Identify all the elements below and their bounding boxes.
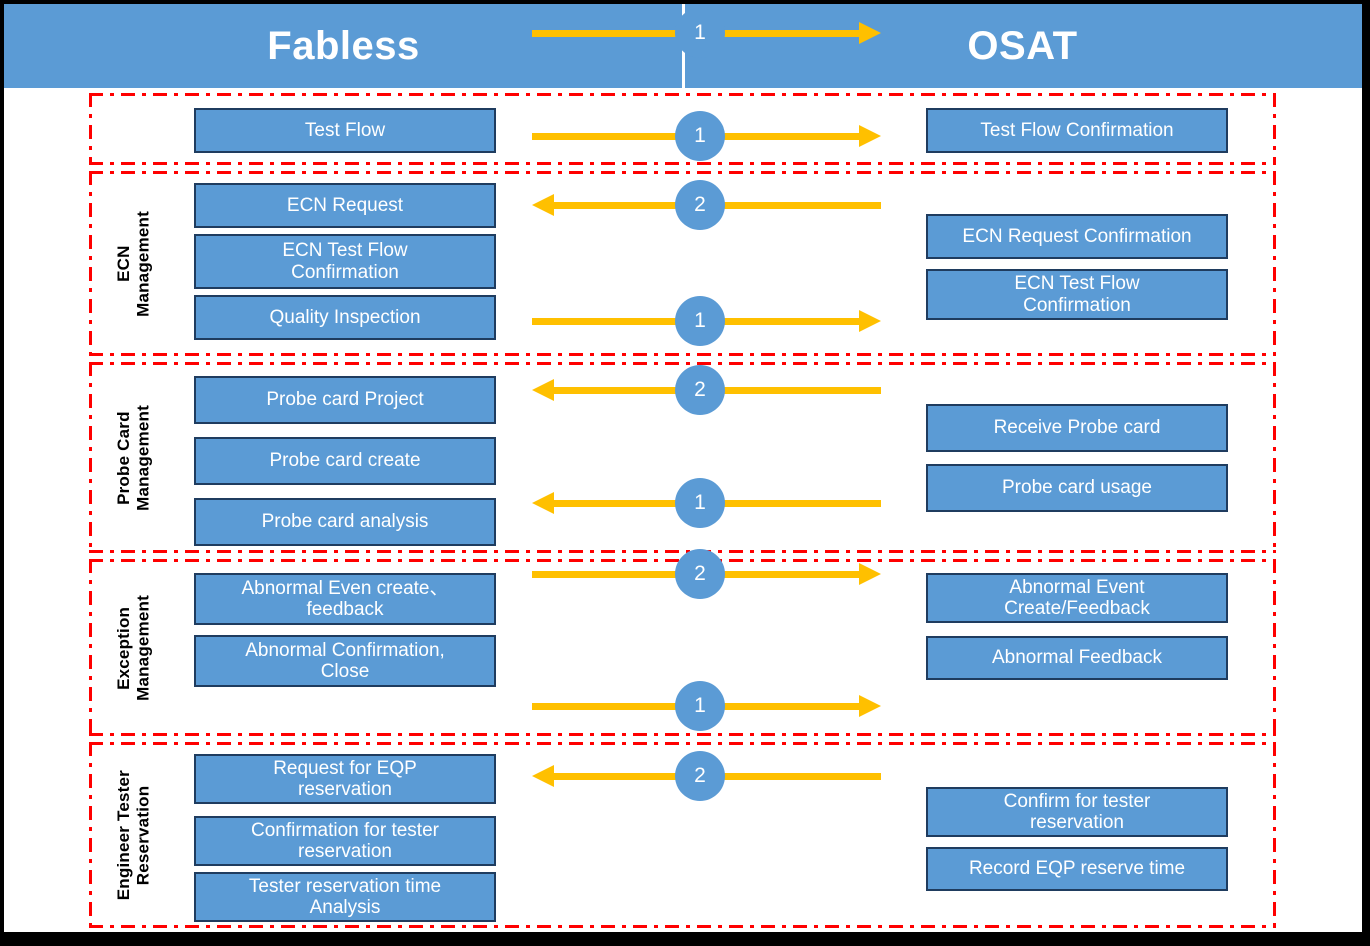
fabless-box-label: Quality Inspection (269, 306, 421, 328)
fabless-box-label: ECN Request (286, 194, 404, 216)
step-number-badge: 1 (675, 8, 725, 58)
arrow-head-icon (532, 765, 554, 787)
fabless-box-label: Probe card create (269, 450, 421, 472)
fabless-box[interactable]: Abnormal Confirmation,Close (194, 635, 496, 687)
header-title-fabless: Fabless (267, 24, 420, 68)
fabless-box[interactable]: Test Flow (194, 108, 496, 153)
fabless-box-label: Test Flow (304, 119, 386, 141)
diagram-canvas: Fabless OSAT Test Flow Test Flow Confirma… (4, 4, 1362, 932)
step-number-badge: 2 (675, 751, 725, 801)
arrow-head-icon (532, 194, 554, 216)
osat-box[interactable]: Test Flow Confirmation (926, 108, 1228, 153)
fabless-box[interactable]: Probe card create (194, 437, 496, 485)
osat-box-label: Probe card usage (1002, 477, 1152, 499)
osat-box-label: Record EQP reserve time (968, 858, 1186, 880)
fabless-box-label: Probe card analysis (261, 511, 429, 533)
step-number-badge: 2 (675, 180, 725, 230)
fabless-box[interactable]: Quality Inspection (194, 295, 496, 340)
step-number-badge: 1 (675, 296, 725, 346)
osat-box[interactable]: Probe card usage (926, 464, 1228, 512)
fabless-box-label: Abnormal Confirmation,Close (245, 639, 445, 682)
fabless-box[interactable]: Abnormal Even create、feedback (194, 573, 496, 625)
header-title-osat: OSAT (967, 24, 1078, 68)
step-number-badge: 1 (675, 681, 725, 731)
osat-box[interactable]: Receive Probe card (926, 404, 1228, 452)
osat-box-label: Test Flow Confirmation (980, 119, 1174, 141)
step-number-badge: 1 (675, 478, 725, 528)
osat-box[interactable]: Abnormal Feedback (926, 636, 1228, 680)
osat-box-label: Receive Probe card (993, 417, 1161, 439)
arrow-head-icon (532, 492, 554, 514)
osat-box-label: ECN Request Confirmation (962, 225, 1192, 247)
fabless-box[interactable]: ECN Request (194, 183, 496, 228)
arrow-head-icon (859, 563, 881, 585)
arrow-head-icon (859, 22, 881, 44)
arrow-head-icon (859, 695, 881, 717)
step-number-badge: 2 (675, 549, 725, 599)
step-number-badge: 2 (675, 365, 725, 415)
osat-box[interactable]: ECN Request Confirmation (926, 214, 1228, 259)
osat-box-label: Abnormal Feedback (991, 647, 1163, 669)
osat-box[interactable]: Record EQP reserve time (926, 847, 1228, 891)
arrow-head-icon (532, 379, 554, 401)
fabless-box[interactable]: Probe card Project (194, 376, 496, 424)
arrow-head-icon (859, 125, 881, 147)
fabless-box-label: Abnormal Even create、feedback (241, 577, 449, 620)
fabless-box[interactable]: Probe card analysis (194, 498, 496, 546)
step-number-badge: 1 (675, 111, 725, 161)
arrow-head-icon (859, 310, 881, 332)
fabless-box-label: Probe card Project (266, 389, 424, 411)
